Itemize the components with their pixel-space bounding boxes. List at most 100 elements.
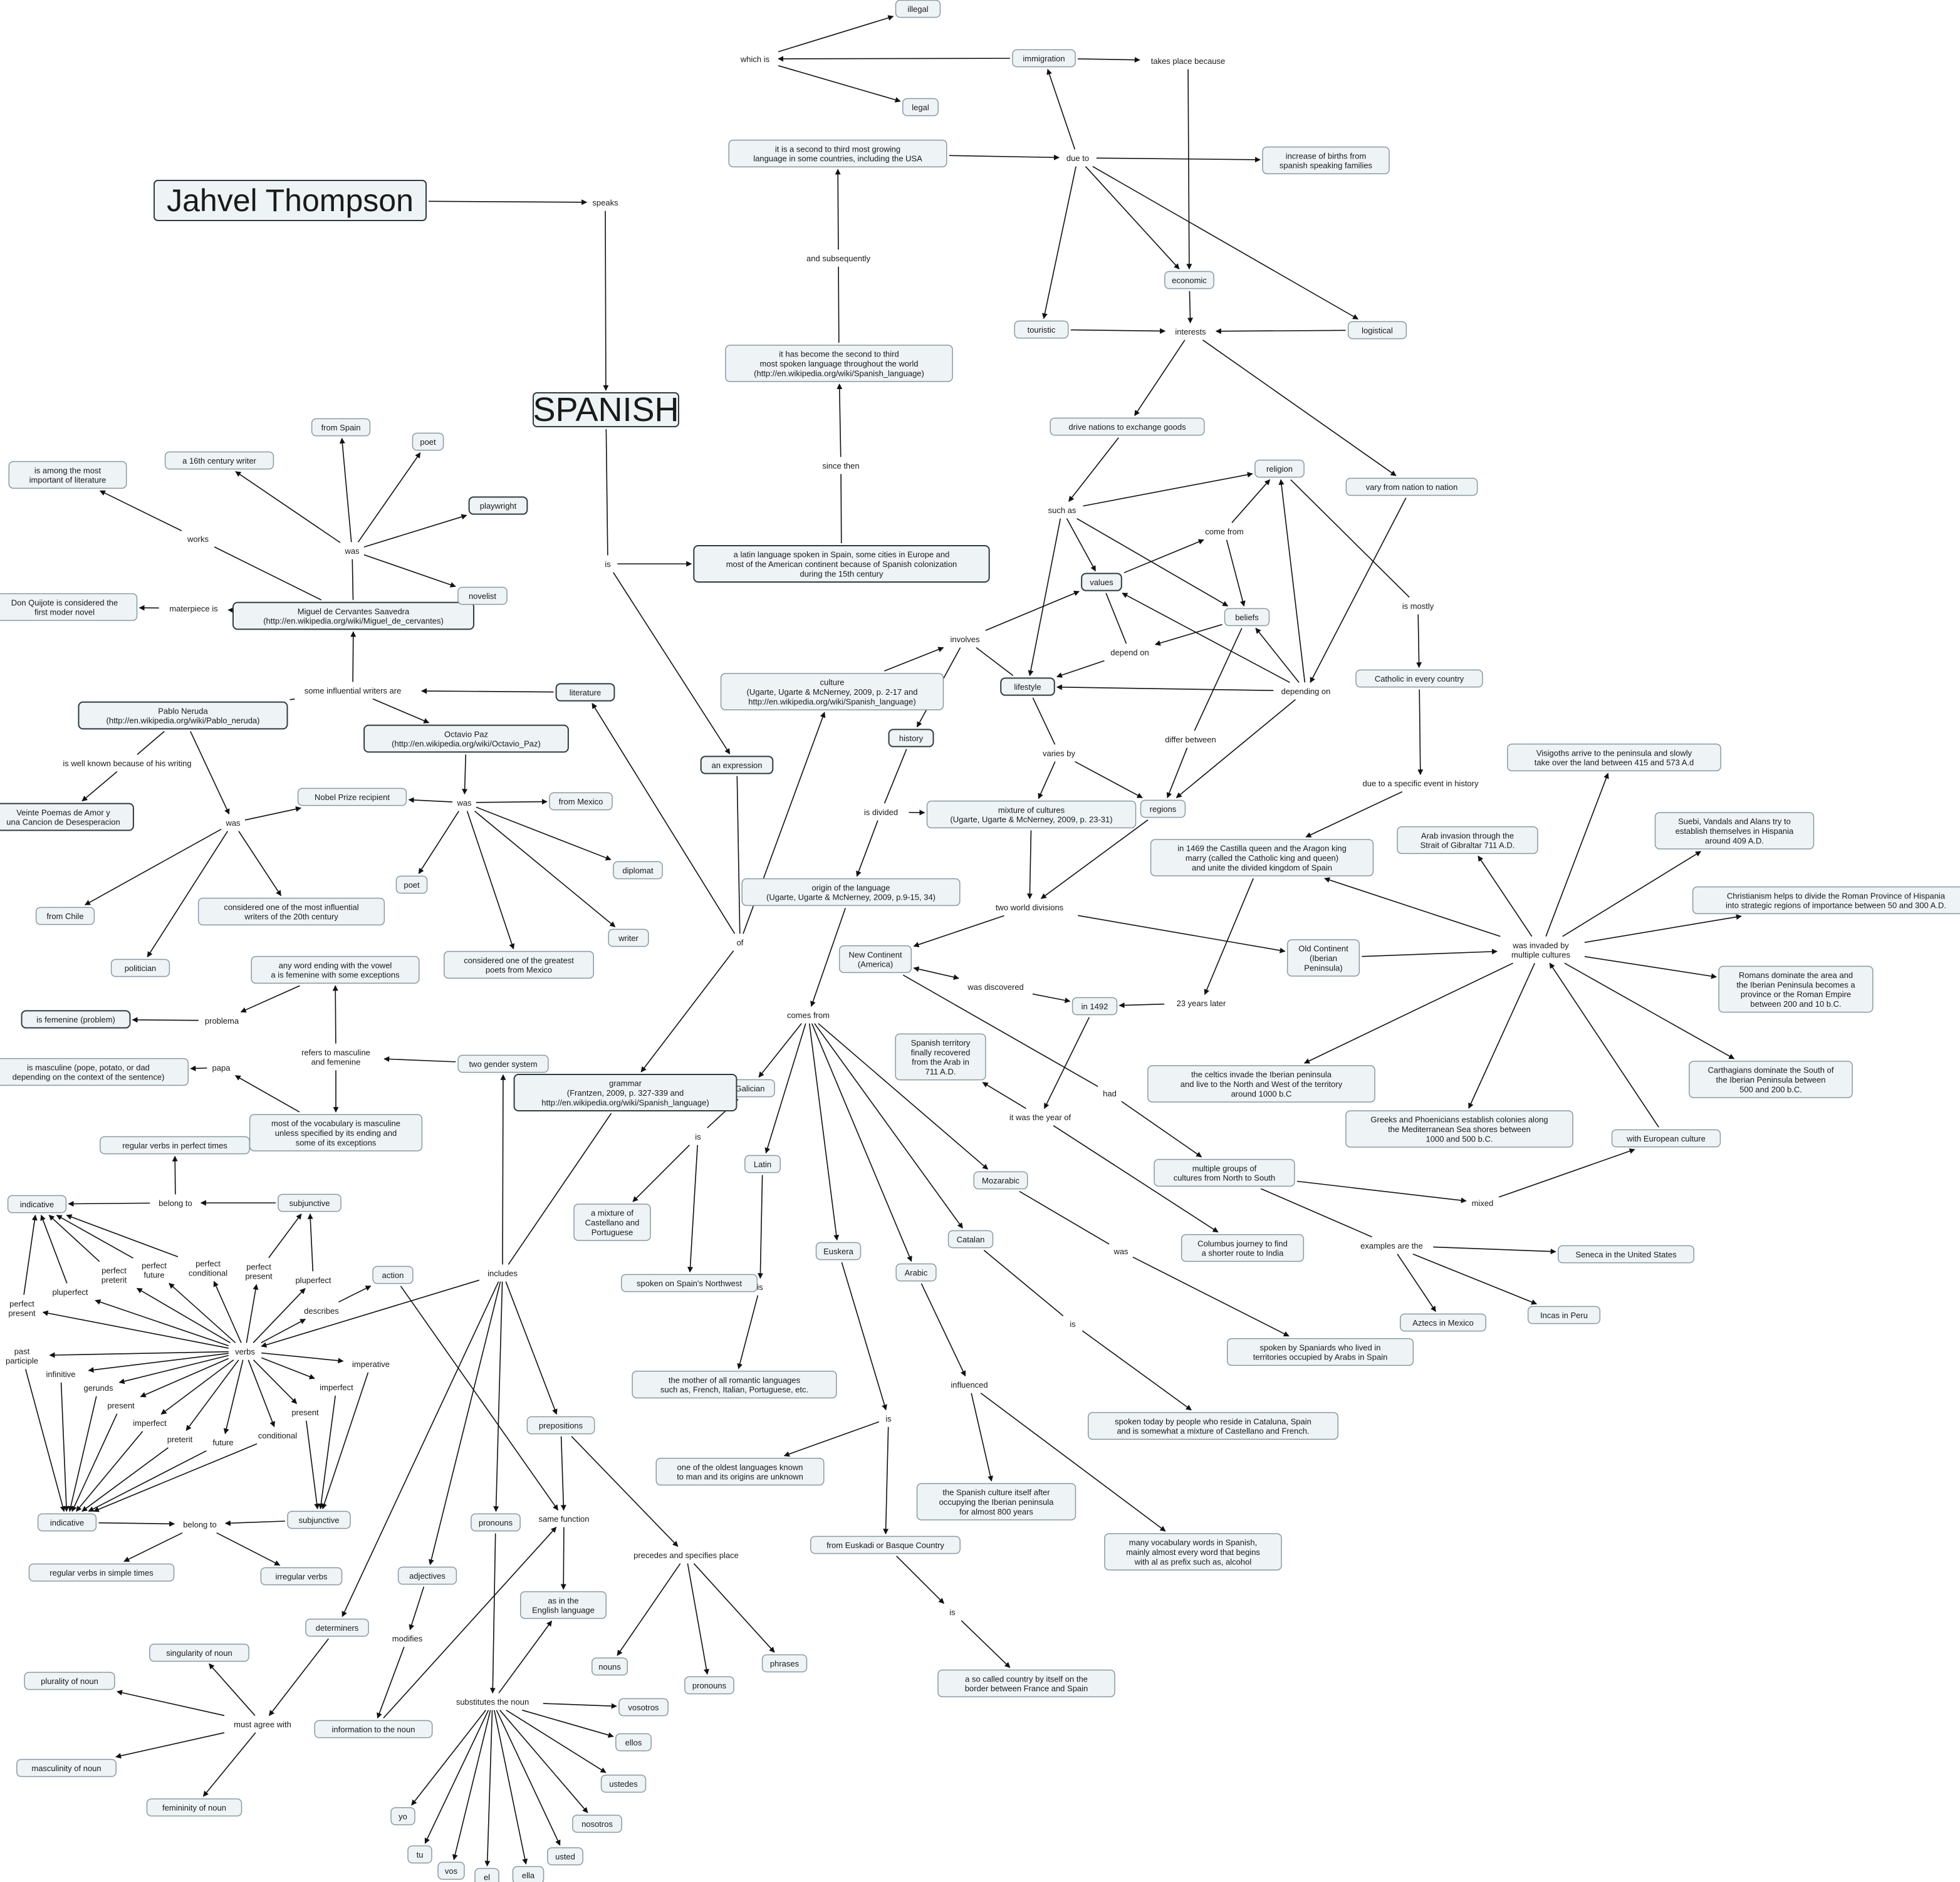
adjectives-node[interactable]: adjectives [397,1566,457,1585]
regions-node[interactable]: regions [1140,799,1186,818]
immigration-node[interactable]: immigration [1012,49,1076,68]
greeks-node[interactable]: Greeks and Phoenicians establish colonie… [1345,1110,1573,1148]
drive-nations-node[interactable]: drive nations to exchange goods [1050,417,1205,436]
ustedes-node[interactable]: ustedes [600,1774,647,1793]
incas-node[interactable]: Incas in Peru [1527,1306,1601,1324]
latin-node[interactable]: Latin [744,1155,781,1173]
prepositions-node[interactable]: prepositions [526,1416,595,1435]
diplomat-node[interactable]: diplomat [613,861,663,880]
from-spain-node[interactable]: from Spain [311,418,371,437]
pronouns2-node[interactable]: pronouns [684,1676,734,1695]
masculinity-node[interactable]: masculinity of noun [16,1759,117,1777]
phrases-node[interactable]: phrases [761,1654,808,1673]
ella-node[interactable]: ella [512,1866,545,1882]
femininity-node[interactable]: femininity of noun [146,1798,242,1817]
plurality-node[interactable]: plurality of noun [24,1671,115,1690]
yo-node[interactable]: yo [390,1807,415,1826]
legal-node[interactable]: legal [902,98,939,117]
celtics-node[interactable]: the celtics invade the Iberian peninsula… [1147,1065,1375,1103]
irregular-node[interactable]: irregular verbs [260,1567,343,1586]
values-node[interactable]: values [1081,573,1122,591]
arabic-node[interactable]: Arabic [895,1263,937,1282]
an-expression-node[interactable]: an expression [700,756,774,774]
with-european-node[interactable]: with European culture [1611,1129,1721,1148]
from-chile-node[interactable]: from Chile [35,907,95,925]
catholic-node[interactable]: Catholic in every country [1355,669,1483,688]
writer16-node[interactable]: a 16th century writer [164,451,274,470]
culture-node[interactable]: culture(Ugarte, Ugarte & McNerney, 2009,… [720,673,944,710]
is-femenine-node[interactable]: is femenine (problem) [21,1010,131,1029]
beliefs-node[interactable]: beliefs [1224,608,1270,626]
tu-node[interactable]: tu [407,1845,432,1864]
subj-bottom-node[interactable]: subjunctive [287,1510,351,1529]
illegal-node[interactable]: illegal [895,0,941,18]
pronouns-node[interactable]: pronouns [471,1513,521,1532]
novelist-node[interactable]: novelist [457,586,508,605]
in-1492-node[interactable]: in 1492 [1071,997,1118,1016]
logistical-node[interactable]: logistical [1347,321,1407,340]
catalan-node[interactable]: Catalan [947,1230,994,1249]
ind-top-node[interactable]: indicative [7,1195,67,1214]
el-node[interactable]: el [474,1868,499,1882]
latin-lang-node[interactable]: a latin language spoken in Spain, some c… [693,544,990,583]
origin-node[interactable]: origin of the language(Ugarte, Ugarte & … [741,878,961,907]
vos-node[interactable]: vos [437,1861,465,1880]
vocab-al-node[interactable]: many vocabulary words in Spanish,mainly … [1104,1533,1282,1571]
regular-simple-node[interactable]: regular verbs in simple times [28,1563,175,1582]
poet1-node[interactable]: poet [412,432,444,451]
paz-node[interactable]: Octavio Paz(http://en.wikipedia.org/wiki… [363,724,569,753]
vosotros-node[interactable]: vosotros [618,1698,669,1717]
playwright-node[interactable]: playwright [468,496,528,515]
determiners-node[interactable]: determiners [305,1618,369,1637]
euskera-node[interactable]: Euskera [815,1242,862,1261]
euskadi-node[interactable]: from Euskadi or Basque Country [810,1536,961,1554]
in-1469-node[interactable]: in 1469 the Castilla queen and the Arago… [1150,839,1374,876]
two-gender-node[interactable]: two gender system [457,1054,549,1073]
subj-top-node[interactable]: subjunctive [278,1193,341,1212]
cervantes-node[interactable]: Miguel de Cervantes Saavedra(http://en.w… [232,601,474,630]
usted-node[interactable]: usted [547,1847,583,1866]
ind-bottom-node[interactable]: indicative [37,1513,97,1532]
seneca-node[interactable]: Seneca in the United States [1557,1245,1695,1264]
action-node[interactable]: action [372,1266,414,1284]
poet2-node[interactable]: poet [395,875,428,894]
lifestyle-node[interactable]: lifestyle [1000,677,1055,696]
ellos-node[interactable]: ellos [615,1733,652,1752]
nosotros-node[interactable]: nosotros [572,1814,622,1833]
writer2-node[interactable]: writer [608,928,649,947]
cataluna-node[interactable]: spoken today by people who reside in Cat… [1087,1412,1339,1440]
history-node[interactable]: history [888,729,934,747]
economic-node[interactable]: economic [1164,271,1214,289]
info-noun-node[interactable]: information to the noun [314,1720,433,1739]
jahvel-node[interactable]: Jahvel Thompson [154,180,427,221]
literature-node[interactable]: literature [555,683,615,702]
vary-node[interactable]: vary from nation to nation [1345,477,1478,496]
touristic-node[interactable]: touristic [1014,320,1069,339]
religion-node[interactable]: religion [1254,459,1305,478]
